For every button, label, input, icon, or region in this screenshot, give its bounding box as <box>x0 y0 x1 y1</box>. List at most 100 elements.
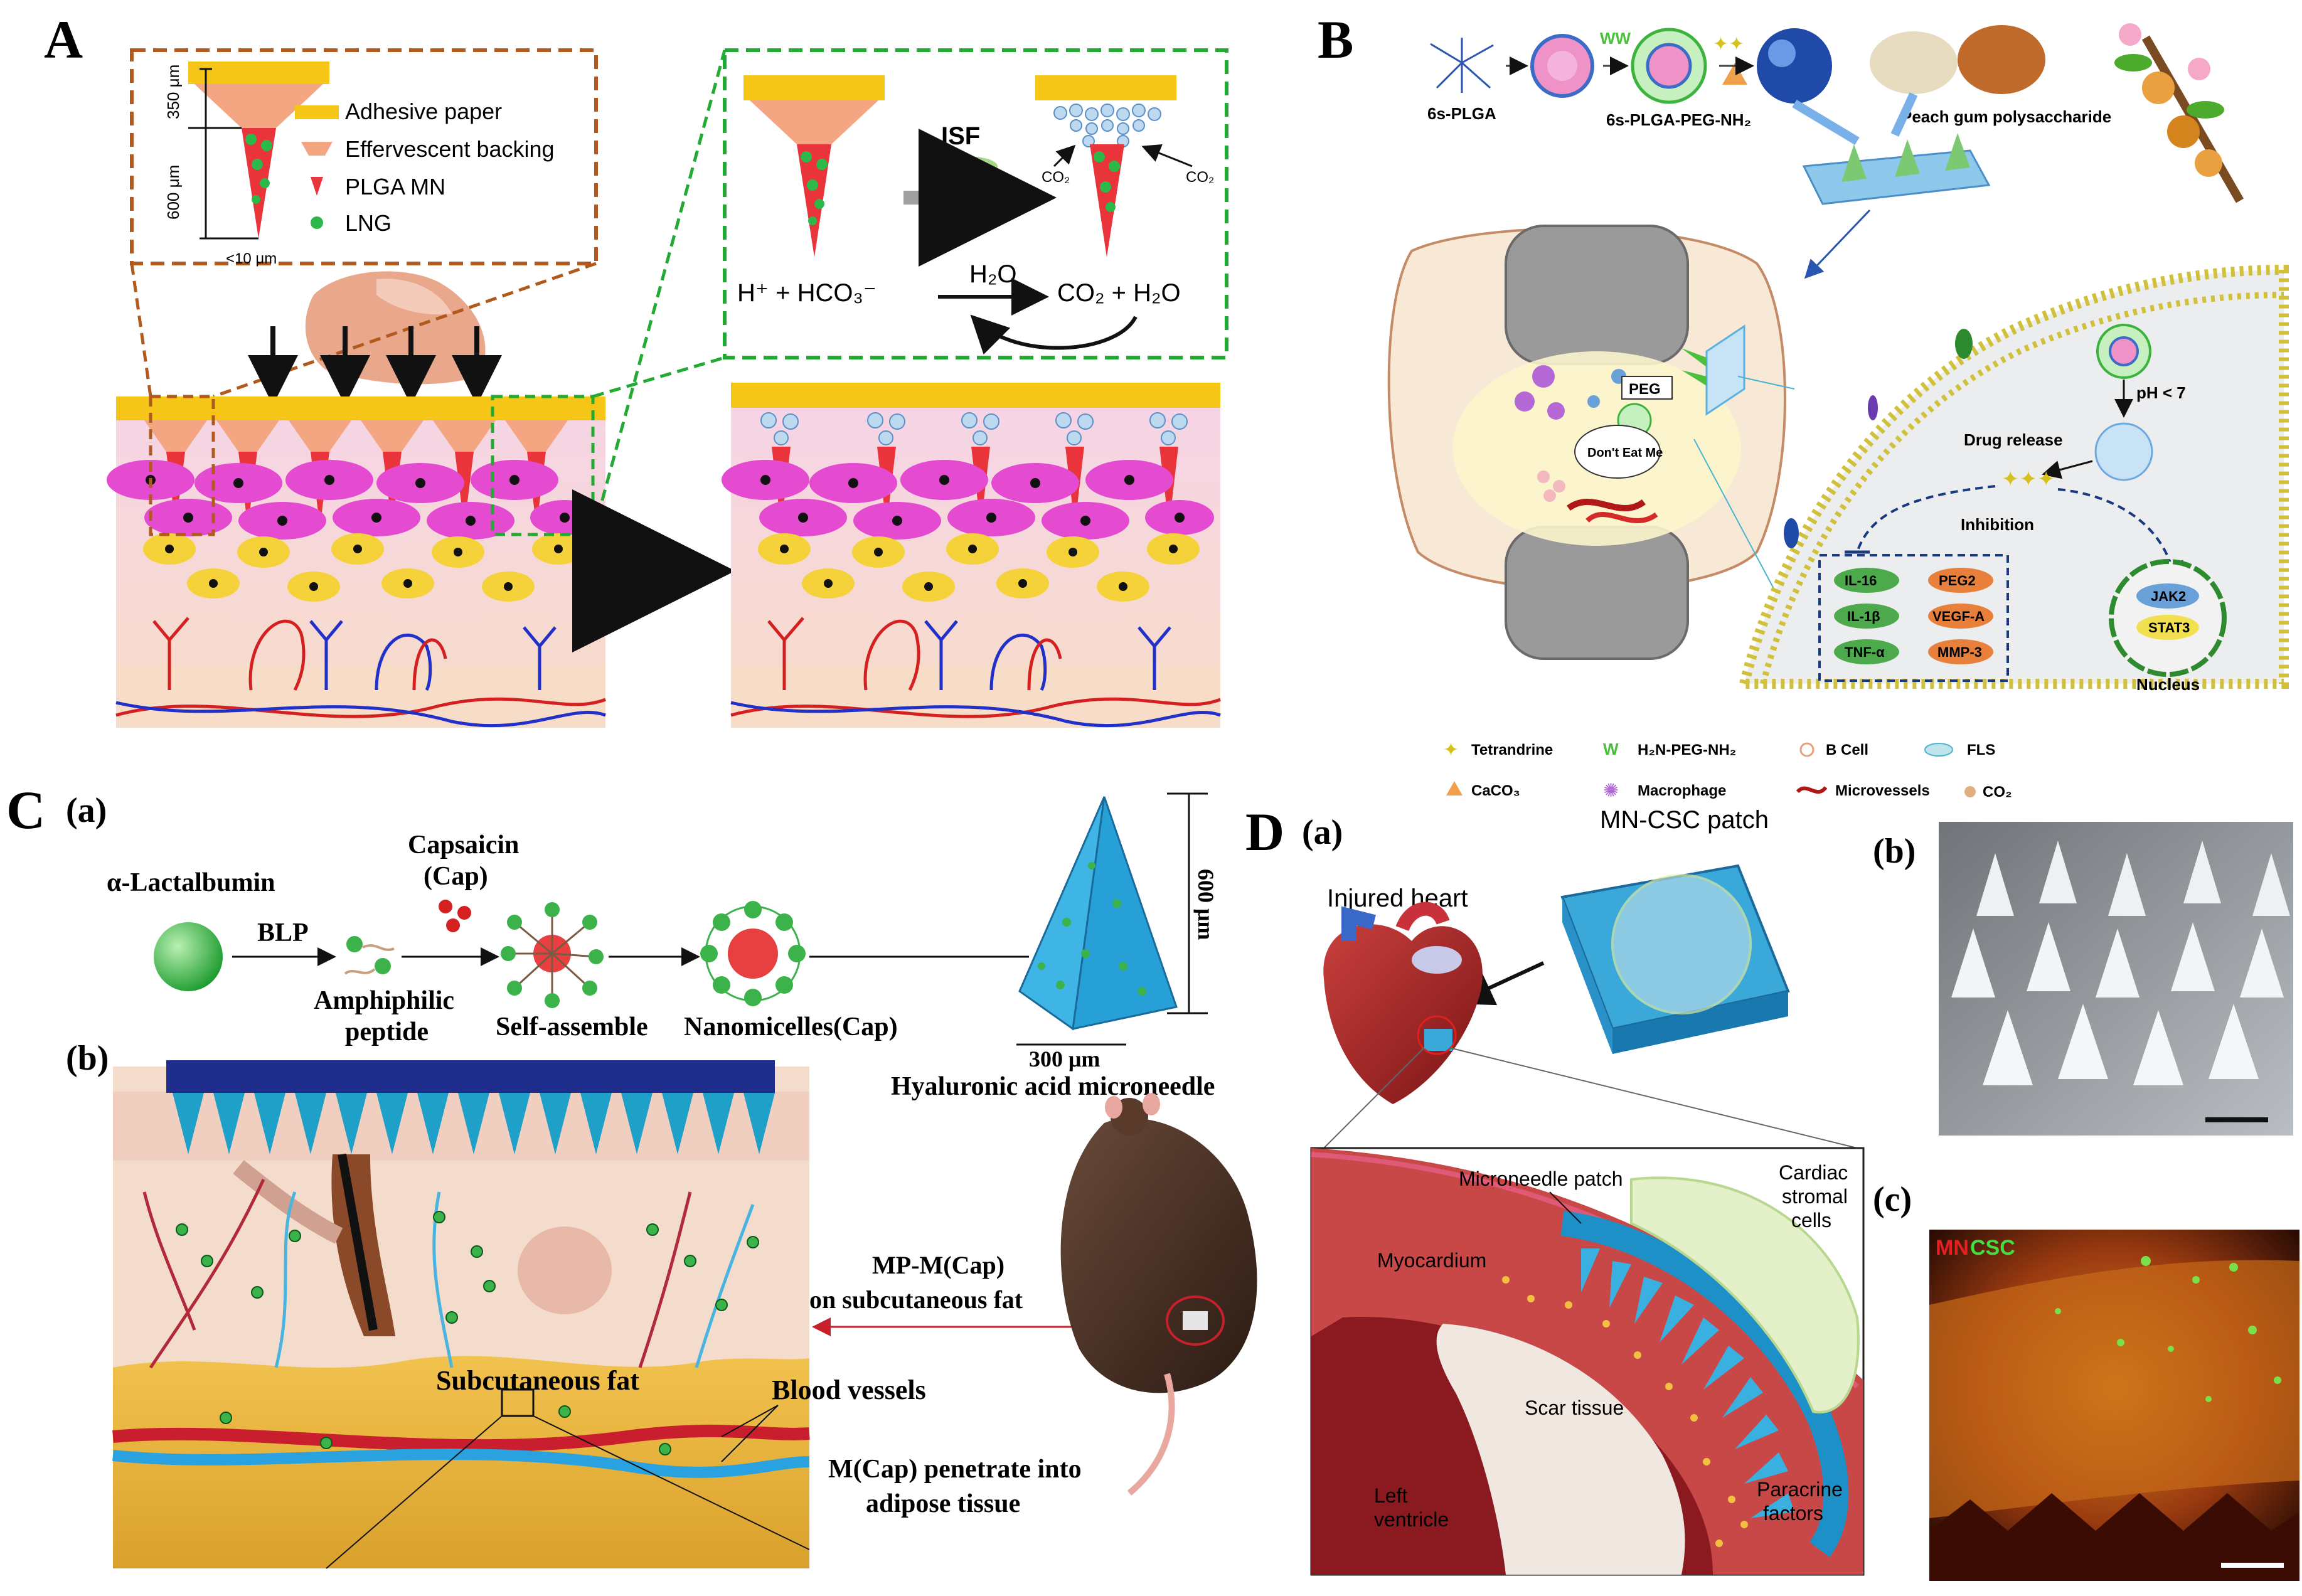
heart-illustration <box>1323 902 1483 1104</box>
panel-c-letter: C <box>6 780 45 840</box>
bubble-rows <box>760 412 1188 445</box>
capsaicin-dot <box>446 918 460 932</box>
label-width: 300 μm <box>1029 1046 1100 1072</box>
panel-d: D (a) MN-CSC patch Injured heart <box>1245 802 2299 1581</box>
micelle-core-in-cell <box>2109 336 2139 366</box>
cytokine-label: IL-16 <box>1845 573 1877 588</box>
label-csc: CSC <box>1970 1236 2015 1260</box>
sem-image <box>1939 822 2293 1136</box>
backing-inset <box>194 84 323 128</box>
drug-icon: ✦✦ <box>1713 34 1744 55</box>
drug-release-label: Drug release <box>1964 430 2063 449</box>
receptor-icon <box>1955 329 1973 359</box>
flow-arrow <box>1890 92 1918 137</box>
label-patch: MN-CSC patch <box>1600 806 1769 834</box>
dont-eat-label: Don't Eat Me <box>1587 446 1663 460</box>
gum-icon <box>1958 25 2045 94</box>
legend-swatch-backing <box>301 142 333 156</box>
loaded-particle-shine <box>1768 40 1796 67</box>
muscle <box>233 1160 343 1244</box>
label-left-1: Left <box>1374 1484 1407 1507</box>
cytokine-label: IL-1β <box>1847 609 1880 624</box>
co2-left: CO₂ <box>1042 169 1070 186</box>
label-cardiac-1: Cardiac <box>1779 1161 1848 1184</box>
needle-green <box>797 144 831 257</box>
release-arrow <box>2042 460 2093 479</box>
micelle-dots-skin <box>176 1211 759 1455</box>
label-gum: Peach gum polysaccharide <box>1901 107 2111 126</box>
label-amphiphilic: Amphiphilic <box>314 986 454 1015</box>
co2-icon <box>1964 786 1976 797</box>
stat3-label: STAT3 <box>2148 620 2190 636</box>
peg-tag-label: PEG <box>1629 381 1661 398</box>
label-left-2: ventricle <box>1374 1508 1449 1531</box>
label-mn: MN <box>1936 1236 1969 1260</box>
drug-dot <box>807 179 818 191</box>
label-blp: BLP <box>257 918 309 947</box>
drug-dot <box>814 199 824 209</box>
micelle-core-icon <box>1547 51 1577 81</box>
paracrine-dots <box>1502 1276 1748 1547</box>
pointer-line <box>721 1405 779 1462</box>
cytokine-label: VEGF-A <box>1932 609 1985 624</box>
skin-after <box>722 383 1221 728</box>
label-peg: 6s-PLGA-PEG-NH₂ <box>1606 110 1751 129</box>
mn-tray-needles <box>1841 133 1970 182</box>
label-capsaicin: Capsaicin <box>408 831 519 859</box>
drug-dot <box>801 151 812 162</box>
reaction-left: H⁺ + HCO₃⁻ <box>737 279 877 307</box>
tetrandrine-icon: ✦ <box>1443 740 1459 760</box>
panel-a-letter: A <box>44 9 83 70</box>
adhesive-bar-green <box>743 75 885 100</box>
b-cell-icon <box>1799 742 1814 757</box>
self-assembly-icon <box>501 902 604 1008</box>
label-microneedle: Hyaluronic acid microneedle <box>891 1072 1215 1101</box>
cytokine-label: TNF-α <box>1845 644 1885 660</box>
mn-array-skin <box>173 1093 775 1154</box>
caco3-icon <box>1722 63 1747 85</box>
skin-before <box>107 395 606 728</box>
panel-c-sub-a: (a) <box>66 791 107 830</box>
drug-dot <box>1106 202 1116 212</box>
mn-array-joint <box>1705 324 1745 416</box>
label-injured: Injured heart <box>1327 885 1468 912</box>
panel-d-letter: D <box>1245 802 1284 862</box>
sebaceous-gland <box>518 1226 612 1314</box>
connector-green <box>592 356 725 398</box>
peg-linker-icon: W <box>1603 740 1619 758</box>
panel-a: A 350 μm 600 μm <10 μm Adhesive paper Ef… <box>44 9 1228 728</box>
dim-needle: 600 μm <box>164 165 183 220</box>
needle-inset <box>242 128 276 238</box>
drug-dot <box>1100 181 1111 193</box>
isf-label: ISF <box>941 122 980 150</box>
nucleus-label: Nucleus <box>2136 675 2200 694</box>
zoom-line <box>1449 1047 1858 1149</box>
label-penetrate-1: M(Cap) penetrate into <box>828 1455 1082 1484</box>
released-particle <box>2094 422 2153 481</box>
star-polymer-icon <box>1430 38 1494 93</box>
stat3-pill <box>2136 615 2199 640</box>
connector-brown <box>130 263 152 397</box>
jak2-pill <box>2136 583 2199 609</box>
pegylated-core-icon <box>1646 43 1692 89</box>
mn-backing-bar <box>166 1060 775 1093</box>
cytokine-pill <box>1834 639 1899 664</box>
label-scar: Scar tissue <box>1525 1396 1624 1419</box>
co2-arrow <box>1053 144 1076 168</box>
drug-dot <box>252 195 260 204</box>
peg-tag <box>1621 376 1673 400</box>
inhibit-path <box>2057 488 2172 565</box>
microvessel-icon <box>1796 785 1828 794</box>
label-cardiac-3: cells <box>1791 1209 1831 1232</box>
mn-needles-joint <box>1681 348 1707 386</box>
flow-arrow <box>1804 209 1871 279</box>
drug-cluster: ✦✦✦ <box>2001 467 2055 491</box>
cell-layer-yellow <box>143 533 585 602</box>
cytokine-label: MMP-3 <box>1937 644 1982 660</box>
label-blood: Blood vessels <box>772 1375 926 1405</box>
cytokine-pill <box>1928 568 1993 593</box>
skin-cross-section: Subcutaneous fat Blood vessels <box>112 1060 926 1569</box>
patch-3d <box>1560 864 1790 1054</box>
inset-brown-box <box>130 48 598 265</box>
